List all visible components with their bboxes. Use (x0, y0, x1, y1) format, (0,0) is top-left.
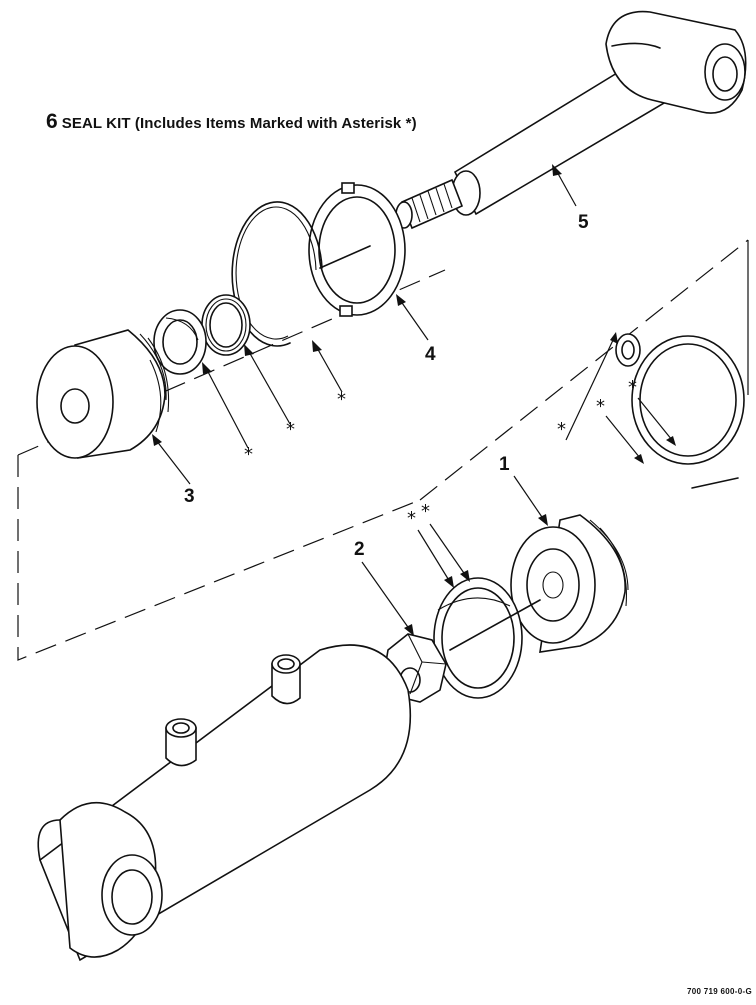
callout-2: 2 (354, 539, 365, 560)
lock-ring (308, 182, 406, 317)
asterisk-piston-seal-b: * (421, 501, 430, 522)
asterisk-gland-o-ring: * (337, 389, 346, 410)
asterisk-wear-ring-b: * (628, 377, 637, 398)
piston (510, 514, 629, 653)
callout-4: 4 (425, 344, 436, 365)
leader-lines (152, 164, 676, 636)
seal-kit-number: 6 (46, 110, 58, 133)
rod-seal (201, 294, 251, 356)
piston-rod (395, 10, 747, 230)
o-ring (615, 333, 641, 367)
callout-3: 3 (184, 486, 195, 507)
piston-seal (433, 577, 541, 699)
asterisk-piston-seal-a: * (407, 508, 416, 529)
cylinder-barrel (37, 644, 412, 962)
asterisk-rod-seal: * (286, 419, 295, 440)
asterisk-rod-wiper: * (244, 444, 253, 465)
callout-1: 1 (499, 454, 510, 475)
gland (36, 329, 170, 459)
rod-wiper (153, 309, 207, 375)
asterisk-wear-ring-a: * (596, 396, 605, 417)
document-number: 700 719 600-0-G (687, 987, 752, 996)
piston-wear-ring (631, 335, 745, 489)
callout-5: 5 (578, 212, 589, 233)
asterisk-o-ring: * (557, 419, 566, 440)
seal-kit-text: SEAL KIT (Includes Items Marked with Ast… (61, 115, 417, 132)
rod-thread (411, 183, 453, 223)
gland-o-ring (231, 201, 323, 347)
